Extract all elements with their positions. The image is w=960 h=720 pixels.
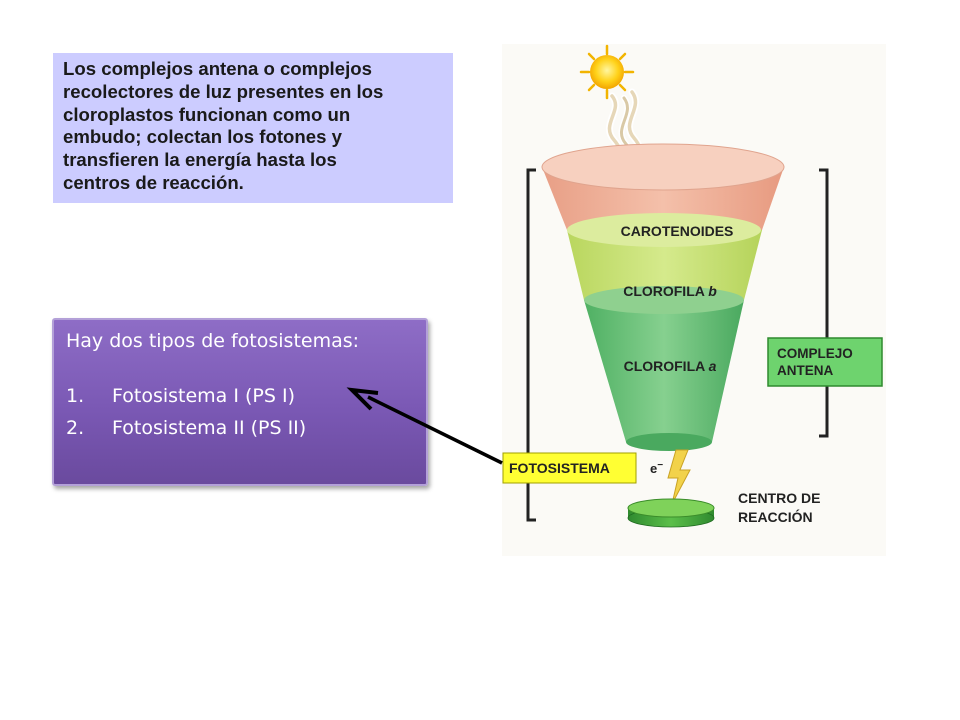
clorofila-a-text: CLOROFILA (624, 358, 706, 374)
lightning-icon (667, 449, 691, 505)
types-heading: Hay dos tipos de fotosistemas: (66, 330, 360, 352)
clorofila-b-label: CLOROFILA b (623, 283, 717, 299)
clorofila-a-label: CLOROFILA a (624, 358, 717, 374)
intro-line: Los complejos antena o complejos (63, 58, 372, 79)
carotenoides-label: CAROTENOIDES (621, 223, 734, 239)
list-item: 2. Fotosistema II (PS II) (66, 412, 414, 444)
intro-line: recolectores de luz presentes en los (63, 80, 384, 102)
layer-boundary-a (584, 286, 744, 314)
intro-line: transfieren la energía hasta los (63, 149, 337, 171)
connector-arrow (346, 387, 503, 465)
clorofila-b-text: CLOROFILA (623, 283, 705, 299)
intro-text-box: Los complejos antena o complejos recolec… (53, 53, 453, 203)
layer-boundary-b (567, 213, 761, 247)
reaction-center-disc (627, 498, 715, 528)
list-label: Fotosistema II (PS II) (112, 417, 307, 439)
fotosistema-bracket (526, 168, 536, 522)
list-item: 1. Fotosistema I (PS I) (66, 380, 414, 412)
intro-line: cloroplastos funcionan como un (63, 103, 351, 125)
funnel-tip (626, 433, 712, 451)
electron-charge: − (657, 460, 663, 471)
list-label: Fotosistema I (PS I) (112, 385, 295, 407)
antena-bracket (819, 168, 829, 438)
electron-text: e (650, 461, 657, 476)
clorofila-a-layer (584, 300, 744, 442)
centro-reaccion-label: REACCIÓN (738, 508, 813, 525)
intro-line: embudo; colectan los fotones y (63, 126, 342, 148)
clorofila-b-layer (567, 230, 762, 300)
electron-label: e− (650, 460, 663, 476)
list-number: 1. (66, 385, 85, 407)
centro-reaccion-label: CENTRO DE (738, 490, 820, 506)
clorofila-a-letter: a (709, 358, 717, 374)
clorofila-b-letter: b (708, 283, 717, 299)
fotosistema-label: FOTOSISTEMA (509, 460, 610, 476)
complejo-antena-box (767, 337, 883, 387)
complejo-antena-label: ANTENA (777, 363, 833, 378)
intro-line: centros de reacción. (63, 171, 244, 193)
funnel-top (541, 143, 785, 191)
complejo-antena-label: COMPLEJO (777, 346, 853, 361)
sun-icon (579, 44, 635, 100)
list-number: 2. (66, 417, 85, 439)
fotosistema-box (502, 452, 637, 484)
types-list: 1. Fotosistema I (PS I) 2. Fotosistema I… (66, 380, 414, 444)
